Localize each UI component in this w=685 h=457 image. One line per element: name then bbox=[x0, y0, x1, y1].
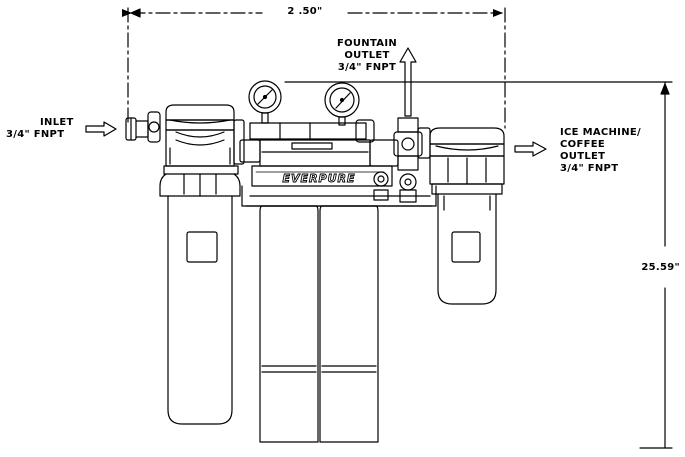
fountain-valve bbox=[393, 117, 423, 203]
fountain-label-line1: FOUNTAIN bbox=[336, 38, 398, 49]
width-dimension bbox=[122, 7, 506, 129]
height-dimension-label: 25.59" bbox=[622, 262, 684, 274]
ice-outlet-arrow bbox=[514, 141, 547, 157]
ice-label-line4: 3/4" FNPT bbox=[560, 163, 619, 174]
ice-label-line3: OUTLET bbox=[560, 151, 606, 162]
ice-label-line1: ICE MACHINE/ bbox=[560, 127, 641, 138]
ice-machine-outlet-label: ICE MACHINE/ COFFEE OUTLET 3/4" FNPT bbox=[560, 127, 641, 175]
height-dimension bbox=[284, 81, 673, 449]
ice-label-line2: COFFEE bbox=[560, 139, 605, 150]
inlet-label: INLET 3/4" FNPT bbox=[6, 117, 74, 141]
fountain-outlet-arrow bbox=[399, 47, 417, 117]
inlet-label-line1: INLET bbox=[40, 117, 74, 128]
brand-logo-text: EVERPURE bbox=[283, 172, 356, 185]
center-manifold bbox=[239, 80, 437, 207]
center-cartridges bbox=[259, 205, 379, 443]
fountain-label-line3: 3/4" FNPT bbox=[337, 62, 397, 73]
fountain-label-line2: OUTLET bbox=[344, 50, 390, 61]
right-filter bbox=[417, 127, 505, 305]
left-filter bbox=[159, 104, 245, 425]
height-dimension-value: 25.59" bbox=[641, 262, 680, 273]
width-dimension-value: 2 .50" bbox=[287, 6, 323, 17]
width-dimension-label: 2 .50" bbox=[264, 6, 346, 18]
fountain-outlet-label: FOUNTAIN OUTLET 3/4" FNPT bbox=[330, 38, 404, 74]
inlet-arrow bbox=[85, 121, 117, 137]
inlet-label-line2: 3/4" FNPT bbox=[6, 129, 65, 140]
inlet-fitting bbox=[125, 111, 161, 143]
